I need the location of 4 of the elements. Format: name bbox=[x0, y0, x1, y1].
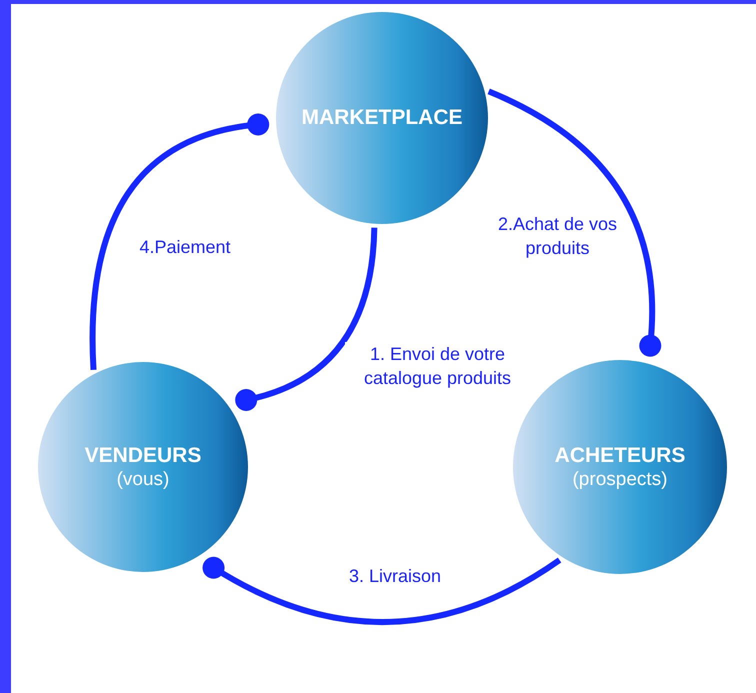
node-subtitle: (prospects) bbox=[572, 469, 668, 491]
node-subtitle: (vous) bbox=[116, 469, 170, 491]
node-title: VENDEURS bbox=[84, 443, 202, 469]
node-title: ACHETEURS bbox=[554, 443, 686, 469]
